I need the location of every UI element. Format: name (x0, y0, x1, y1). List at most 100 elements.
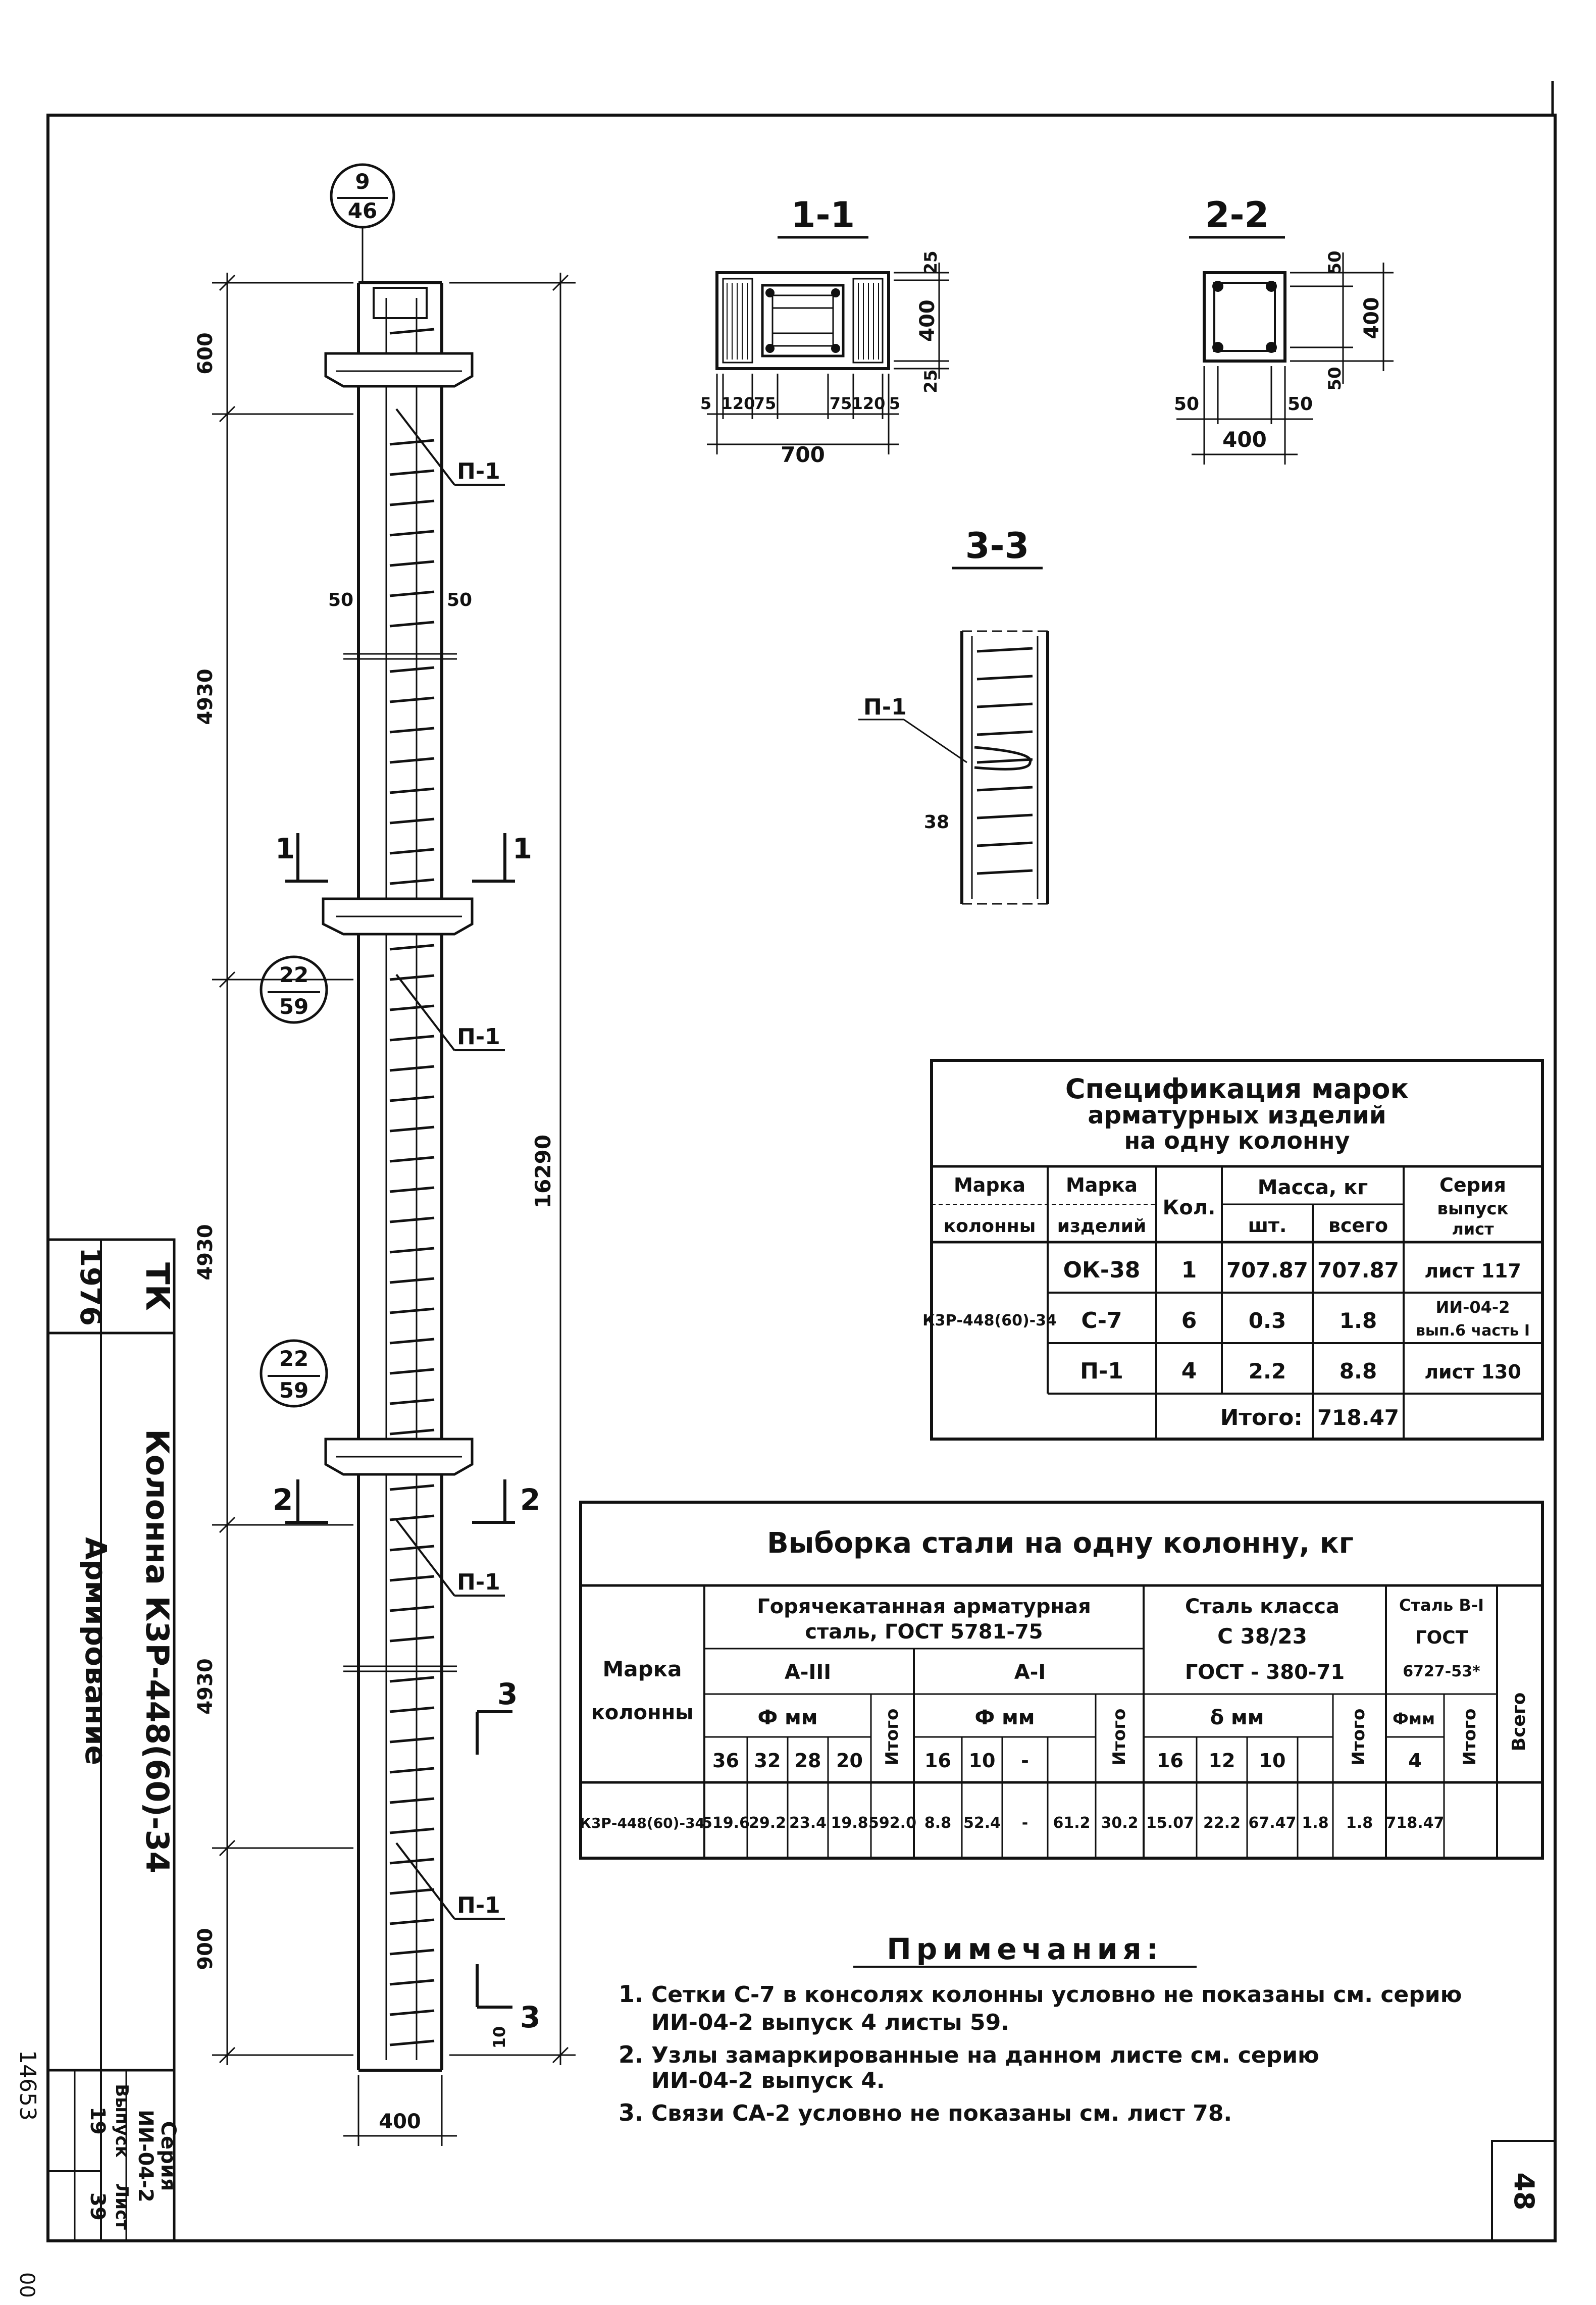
title-subject: Армирование (79, 1537, 113, 1765)
stirrup (389, 1888, 435, 1895)
spec-row: ОК-38 1 707.87 707.87 лист 117 (1063, 1257, 1521, 1283)
svg-text:400: 400 (916, 299, 939, 342)
stirrup (389, 328, 435, 335)
callout-p1-b: П-1 (457, 1024, 500, 1050)
spec-title-1: Спецификация марок (1065, 1073, 1409, 1105)
stirrup (976, 786, 1033, 792)
svg-text:25: 25 (921, 250, 941, 274)
stirrup (389, 878, 435, 885)
dim-total: 16290 (531, 1135, 555, 1208)
svg-text:ИИ-04-2 выпуск 4.: ИИ-04-2 выпуск 4. (651, 2068, 885, 2093)
stirrup (389, 1949, 435, 1956)
stirrup (389, 1575, 435, 1582)
stirrup (389, 530, 435, 537)
stirrup (389, 1368, 435, 1375)
node-marker-mid2: 22 59 (260, 1339, 328, 1408)
dim-600: 600 (194, 332, 217, 375)
svg-text:Сталь класса: Сталь класса (1185, 1595, 1340, 1618)
spec-column-mark: К3Р-448(60)-34 (922, 1312, 1057, 1329)
stirrup (389, 439, 435, 446)
spec-title-2: арматурных изделий (1088, 1101, 1386, 1130)
svg-text:Горячекатанная арматурная: Горячекатанная арматурная (757, 1595, 1091, 1618)
stirrup (976, 730, 1033, 736)
stirrup (389, 1514, 435, 1521)
stirrup (389, 469, 435, 476)
cut-2-right: 2 (520, 1482, 540, 1517)
steel-cell: 718.47 (1386, 1814, 1445, 1832)
svg-text:707.87: 707.87 (1317, 1258, 1399, 1283)
svg-text:ОК-38: ОК-38 (1063, 1257, 1141, 1283)
svg-text:С-7: С-7 (1081, 1308, 1122, 1334)
steel-subheader: - (1021, 1750, 1029, 1772)
svg-text:Кол.: Кол. (1163, 1196, 1216, 1219)
series-value: ИИ-04-2 (134, 2110, 157, 2202)
stirrup (389, 1216, 435, 1223)
steel-row-mark: К3Р-448(60)-34 (580, 1815, 705, 1831)
dim-900: 900 (194, 1928, 217, 1970)
spec-row: П-1 4 2.2 8.8 лист 130 (1080, 1358, 1521, 1384)
stirrup (389, 1918, 435, 1925)
svg-text:выпуск: выпуск (1437, 1199, 1508, 1219)
svg-text:δ мм: δ мм (1210, 1706, 1264, 1729)
steel-cell: 19.8 (831, 1814, 868, 1832)
svg-text:400: 400 (1360, 297, 1383, 339)
section-cut-markers (285, 833, 515, 2009)
stirrup (389, 1484, 435, 1491)
svg-text:46: 46 (348, 198, 377, 223)
steel-subheader: 20 (836, 1750, 863, 1772)
svg-text:ГОСТ: ГОСТ (1415, 1627, 1468, 1648)
stirrup (389, 1307, 435, 1314)
svg-text:С 38/23: С 38/23 (1217, 1624, 1307, 1649)
section-1-1: 1-1 25 400 25 5 (700, 194, 949, 467)
stirrup (389, 1635, 435, 1643)
svg-text:1: 1 (1181, 1257, 1197, 1283)
svg-text:Ф мм: Ф мм (758, 1706, 818, 1729)
issue-value: 19 (86, 2107, 109, 2135)
svg-text:Итого: Итого (1460, 1709, 1480, 1766)
series-label: Серия (157, 2121, 180, 2191)
svg-text:8.8: 8.8 (1340, 1359, 1377, 1384)
svg-text:Итого: Итого (1349, 1709, 1369, 1766)
stirrup (389, 1736, 435, 1744)
svg-text:6727-53*: 6727-53* (1403, 1663, 1480, 1680)
svg-text:120: 120 (852, 394, 886, 413)
dim-50-right: 50 (447, 590, 472, 610)
stirrup (389, 1065, 435, 1072)
stirrup (389, 696, 435, 703)
stirrup (389, 499, 435, 506)
steel-subheader: 16 (924, 1750, 951, 1772)
steel-cell: 15.07 (1146, 1814, 1194, 1832)
svg-text:колонны: колонны (944, 1216, 1036, 1237)
svg-text:лист: лист (1452, 1219, 1494, 1239)
stirrup (389, 1979, 435, 1986)
stirrup (389, 1338, 435, 1345)
title-block: ТК 1976 Колонна К3Р-448(60)-34 Армирован… (46, 1238, 180, 2242)
page-number: 48 (1508, 2172, 1540, 2210)
stirrup (389, 1767, 435, 1774)
svg-text:5: 5 (700, 394, 711, 413)
steel-subheader: 16 (1157, 1750, 1183, 1772)
svg-text:2.: 2. (619, 2041, 643, 2068)
steel-cell: 30.2 (1101, 1814, 1138, 1832)
svg-text:700: 700 (781, 442, 825, 467)
steel-cell: 67.47 (1249, 1814, 1297, 1832)
margin-number: 14653 (15, 2050, 40, 2121)
column-elevation (322, 281, 474, 2072)
stirrup (389, 1035, 435, 1042)
callouts-p1 (395, 408, 505, 1920)
svg-text:22: 22 (279, 962, 308, 987)
steel-subheader: 10 (969, 1750, 996, 1772)
steel-subheader: 36 (712, 1750, 739, 1772)
stirrup (389, 848, 435, 855)
steel-cell: 1.8 (1346, 1814, 1373, 1832)
elevation-dimensions (212, 273, 576, 2146)
spec-row: С-7 6 0.3 1.8 ИИ-04-2 вып.6 часть I (1081, 1298, 1530, 1340)
stirrup (389, 621, 435, 628)
cut-3-bottom: 3 (520, 2000, 540, 2034)
issue-label: Выпуск (112, 2084, 132, 2158)
section-3-3-callout: П-1 (863, 694, 907, 720)
svg-text:50: 50 (1325, 250, 1345, 274)
stirrup (976, 758, 1033, 764)
